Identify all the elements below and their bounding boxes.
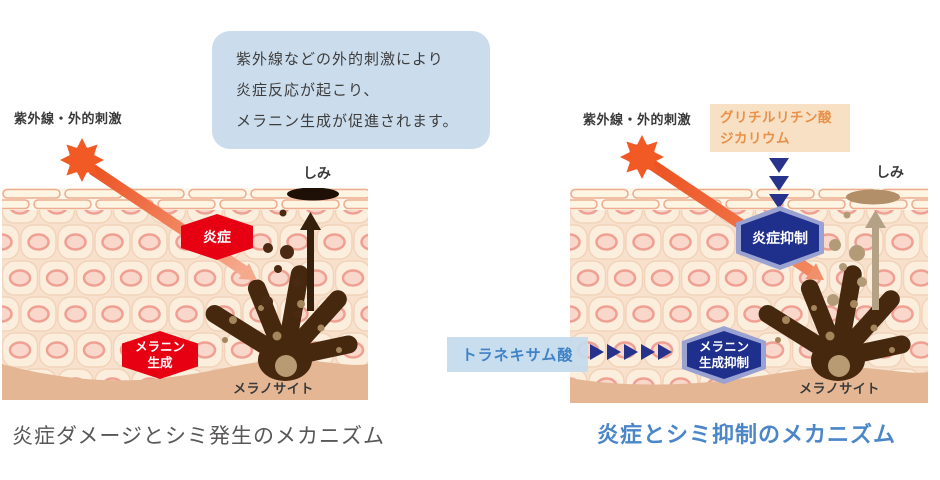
melanin-granules-suppressed [827,211,867,306]
spot-label-left: しみ [303,165,331,181]
ingredient-line: ジカリウム [720,131,790,146]
down-triangle-icon [769,194,789,209]
inflammation-hexagon-label: 炎症 [203,229,231,245]
down-arrows [769,158,789,209]
melanin-hexagon-label: メラニン生成 [134,340,185,370]
sun-icon [620,135,664,179]
melanin-up-arrow-suppressed [865,210,886,310]
melanocyte-label-left: メラノサイト [233,381,314,396]
right-triangle-icon [607,344,621,360]
uv-stimulus-label-right: 紫外線・外的刺激 [583,112,692,127]
melanin-granules [261,209,302,318]
caption-right: 炎症とシミ抑制のメカニズム [597,422,897,447]
right-triangle-icon [658,344,672,360]
caption-left: 炎症ダメージとシミ発生のメカニズム [12,425,385,448]
ingredient-line: グリチルリチン酸 [720,110,832,125]
bubble-line: 紫外線などの外的刺激により [236,51,444,68]
melanocyte-label-right: メラノサイト [799,381,880,396]
bubble-line: 炎症反応が起こり、 [236,82,380,99]
ingredient-label: トラネキサム酸 [461,347,574,364]
dark-spot [287,188,339,201]
ingredient-box-tranexamic-acid: トラネキサム酸 [447,337,588,372]
explanation-bubble: 紫外線などの外的刺激により 炎症反応が起こり、 メラニン生成が促進されます。 [212,31,490,149]
melanocyte [758,265,911,381]
down-triangle-icon [769,176,789,191]
inflammation-suppression-label: 炎症抑制 [752,230,808,246]
right-triangle-icon [624,344,638,360]
right-arrows [590,344,672,360]
uv-stimulus-label-left: 紫外線・外的刺激 [14,111,123,126]
right-triangle-icon [590,344,604,360]
melanocyte [205,265,358,381]
melanin-suppression-label: メラニン生成抑制 [698,340,749,370]
sun-icon [60,138,104,182]
dark-spot-suppressed [846,189,900,205]
spot-label-right: しみ [876,164,904,180]
right-triangle-icon [641,344,655,360]
ingredient-box-glycyrrhizinate: グリチルリチン酸 ジカリウム [710,104,850,152]
down-triangle-icon [769,158,789,173]
melanin-up-arrow [300,212,321,311]
bubble-line: メラニン生成が促進されます。 [236,113,459,130]
